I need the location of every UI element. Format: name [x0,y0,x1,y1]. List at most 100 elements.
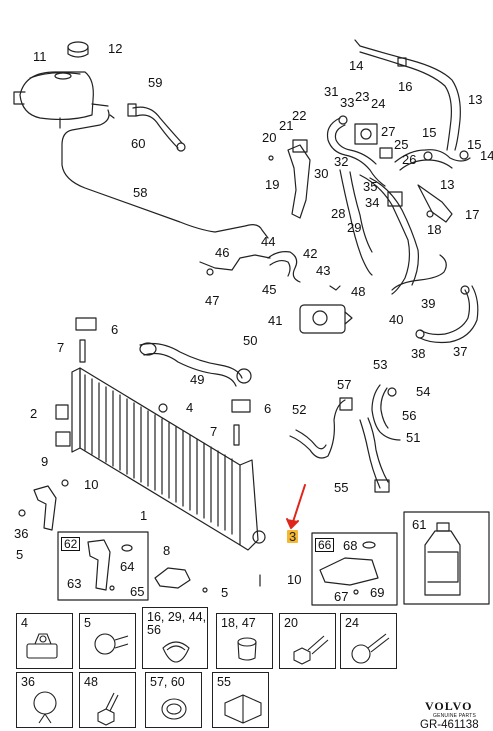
label-42: 42 [303,246,318,261]
label-21: 21 [279,118,294,133]
label-58: 58 [133,185,148,200]
label-11: 11 [33,49,47,64]
label-52: 52 [292,402,307,417]
label-57: 57 [337,377,352,392]
water-pump [299,304,353,334]
label-26: 26 [402,152,417,167]
label-48: 48 [351,284,366,299]
label-16: 16 [398,79,413,94]
legend-label: 55 [217,675,231,689]
sensor-8 [154,567,208,593]
legend-cell-57: 57, 60 [145,672,202,728]
label-27: 27 [381,124,396,139]
kit-62-box [57,531,149,601]
kit-66-box [311,532,398,606]
volvo-logo: VOLVO [425,699,473,713]
legend-label: 48 [84,675,98,689]
bleed-screw-icon [97,692,119,726]
legend-cell-4: 4 [16,613,73,669]
legend-label: 5 [84,616,91,630]
label-19: 19 [265,177,280,192]
label-63: 63 [67,576,82,591]
label-7: 7 [57,340,65,355]
radiator [71,367,259,551]
hose-49 [139,342,252,387]
highlight-arrow [286,484,306,529]
legend-label: 18, 47 [221,616,256,630]
hose-31 [326,115,386,187]
label-38: 38 [411,346,426,361]
label-40: 40 [389,312,404,327]
label-28: 28 [331,206,346,221]
label-4: 4 [186,400,194,415]
label-66: 66 [315,538,335,552]
label-55: 55 [334,480,349,495]
label-7b: 7 [210,424,218,439]
label-20: 20 [262,130,277,145]
legend-label: 36 [21,675,35,689]
brand-subtitle: GENUINE PARTS [433,713,476,719]
label-49: 49 [190,372,205,387]
legend-cell-5: 5 [79,613,136,669]
label-10b: 10 [287,572,302,587]
label-1: 1 [140,508,148,523]
reference-number: GR-461138 [420,719,479,731]
label-24: 24 [371,96,386,111]
label-68: 68 [343,538,358,553]
pipe-58 [61,109,269,239]
label-67: 67 [334,589,349,604]
label-45: 45 [262,282,277,297]
kit-62-parts [87,539,133,591]
screw-icon [94,633,129,655]
label-29: 29 [347,220,362,235]
legend-cell-55: 55 [212,672,269,728]
label-6: 6 [111,322,119,337]
label-5b: 5 [221,585,229,600]
label-41: 41 [268,313,283,328]
label-53: 53 [373,357,388,372]
kit-66-parts [319,541,379,595]
label-54: 54 [416,384,431,399]
legend-cell-16: 16, 29, 44, 56 [142,607,208,669]
legend-label: 16, 29, 44, 56 [147,610,207,638]
label-44: 44 [261,234,276,249]
label-69: 69 [370,585,385,600]
label-12: 12 [108,41,123,56]
hose-37 [391,254,479,344]
label-25: 25 [394,137,409,152]
legend-cell-20: 20 [279,613,336,669]
label-18: 18 [427,222,442,237]
label-62: 62 [61,537,81,551]
expansion-tank [13,71,109,129]
coolant-bottle [424,522,461,596]
label-34: 34 [365,195,380,210]
label-15: 15 [422,125,437,140]
label-13b: 13 [440,177,455,192]
legend-cell-18: 18, 47 [216,613,273,669]
label-8: 8 [163,543,171,558]
label-47: 47 [205,293,220,308]
thermostat-housing [354,123,393,159]
label-14: 14 [349,58,364,73]
label-3-highlighted: 3 [287,529,299,544]
label-36: 36 [14,526,29,541]
clamp-icon [162,641,190,663]
legend-cell-24: 24 [340,613,397,669]
hose-14 [354,39,461,151]
label-9: 9 [41,454,49,469]
label-32: 32 [334,154,349,169]
mounts [18,317,266,587]
label-6b: 6 [264,401,272,416]
hose-45 [199,251,301,283]
label-50: 50 [243,333,258,348]
hose-15 [394,149,471,171]
hose-59 [127,103,186,152]
label-33: 33 [340,95,355,110]
label-60: 60 [131,136,146,151]
label-65: 65 [130,584,145,599]
legend-cell-36: 36 [16,672,73,728]
label-43: 43 [316,263,331,278]
nut-icon [26,633,58,659]
bracket-19 [268,139,311,219]
